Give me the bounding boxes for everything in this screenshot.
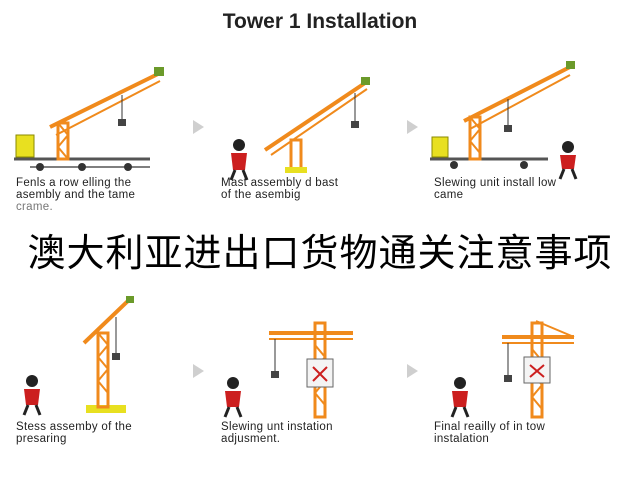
step-arrow bbox=[407, 120, 418, 134]
caption-line: Fenls a row elling the bbox=[16, 177, 132, 189]
worker-body bbox=[24, 389, 40, 405]
jib-tip bbox=[566, 61, 575, 69]
caption-line: crame. bbox=[16, 201, 53, 213]
step-6-illustration bbox=[450, 320, 575, 419]
counterweight-block bbox=[431, 136, 449, 158]
caption-line: Stess assemby of the bbox=[16, 421, 132, 433]
worker-body bbox=[225, 391, 241, 407]
caption-line: adjusment. bbox=[221, 433, 281, 445]
worker-head bbox=[562, 141, 574, 153]
worker-head bbox=[227, 377, 239, 389]
step-4-panel: Stess assemby of the presaring bbox=[10, 295, 210, 445]
mast bbox=[289, 138, 303, 172]
step-6-panel: Final reailly of in tow instalation bbox=[428, 295, 628, 445]
worker-body bbox=[231, 153, 247, 170]
step-3-panel: Slewing unit install low came bbox=[428, 55, 628, 205]
caption-line: instalation bbox=[434, 433, 490, 445]
worker-head bbox=[454, 377, 466, 389]
base bbox=[86, 405, 126, 413]
step-arrow bbox=[193, 120, 204, 134]
step-2-panel: Mast assembly d bast of the asembig bbox=[215, 55, 415, 205]
step-arrow bbox=[407, 364, 418, 378]
step-3-illustration bbox=[430, 61, 578, 180]
caption-line: asembly and the tame bbox=[16, 189, 136, 201]
worker-head bbox=[26, 375, 38, 387]
step-arrow bbox=[193, 364, 204, 378]
step-5-illustration bbox=[223, 321, 353, 419]
counterweight-block bbox=[15, 134, 35, 158]
hook bbox=[504, 375, 512, 382]
wheel bbox=[124, 163, 132, 171]
base bbox=[285, 167, 307, 173]
worker-body bbox=[560, 155, 576, 169]
mast bbox=[56, 121, 70, 161]
hook bbox=[504, 125, 512, 132]
caption-line: came bbox=[434, 189, 464, 201]
caption-line: Mast assembly d bast bbox=[221, 177, 339, 189]
hook bbox=[271, 371, 279, 378]
step-5-panel: Slewing unt instation adjusment. bbox=[215, 295, 415, 445]
jib bbox=[82, 297, 132, 345]
caption-line: Slewing unit install low bbox=[434, 177, 557, 189]
caption-line: presaring bbox=[16, 433, 67, 445]
jib bbox=[463, 65, 571, 123]
jib bbox=[49, 71, 161, 129]
caption-line: Final reailly of in tow bbox=[434, 421, 546, 433]
wheel bbox=[36, 163, 44, 171]
step-2-illustration bbox=[229, 77, 370, 180]
hook bbox=[118, 119, 126, 126]
hook bbox=[351, 121, 359, 128]
step-1-illustration bbox=[14, 67, 164, 171]
hook bbox=[112, 353, 120, 360]
step-4-illustration bbox=[22, 296, 134, 416]
wheel bbox=[78, 163, 86, 171]
step-1-panel: Fenls a row elling the asembly and the t… bbox=[10, 55, 210, 213]
caption-line: of the asembig bbox=[221, 189, 301, 201]
jib-tip bbox=[154, 67, 164, 76]
slewing-unit bbox=[306, 358, 334, 388]
page-title: Tower 1 Installation bbox=[222, 10, 418, 33]
jib bbox=[263, 81, 367, 152]
jib-tip bbox=[126, 296, 134, 303]
worker-head bbox=[233, 139, 245, 151]
slewing-unit bbox=[523, 356, 551, 384]
jib-tip bbox=[361, 77, 370, 85]
caption-line: Slewing unt instation bbox=[221, 421, 333, 433]
worker-body bbox=[452, 391, 468, 407]
banner-text: 澳大利亚进出口货物通关注意事项 bbox=[27, 231, 613, 275]
